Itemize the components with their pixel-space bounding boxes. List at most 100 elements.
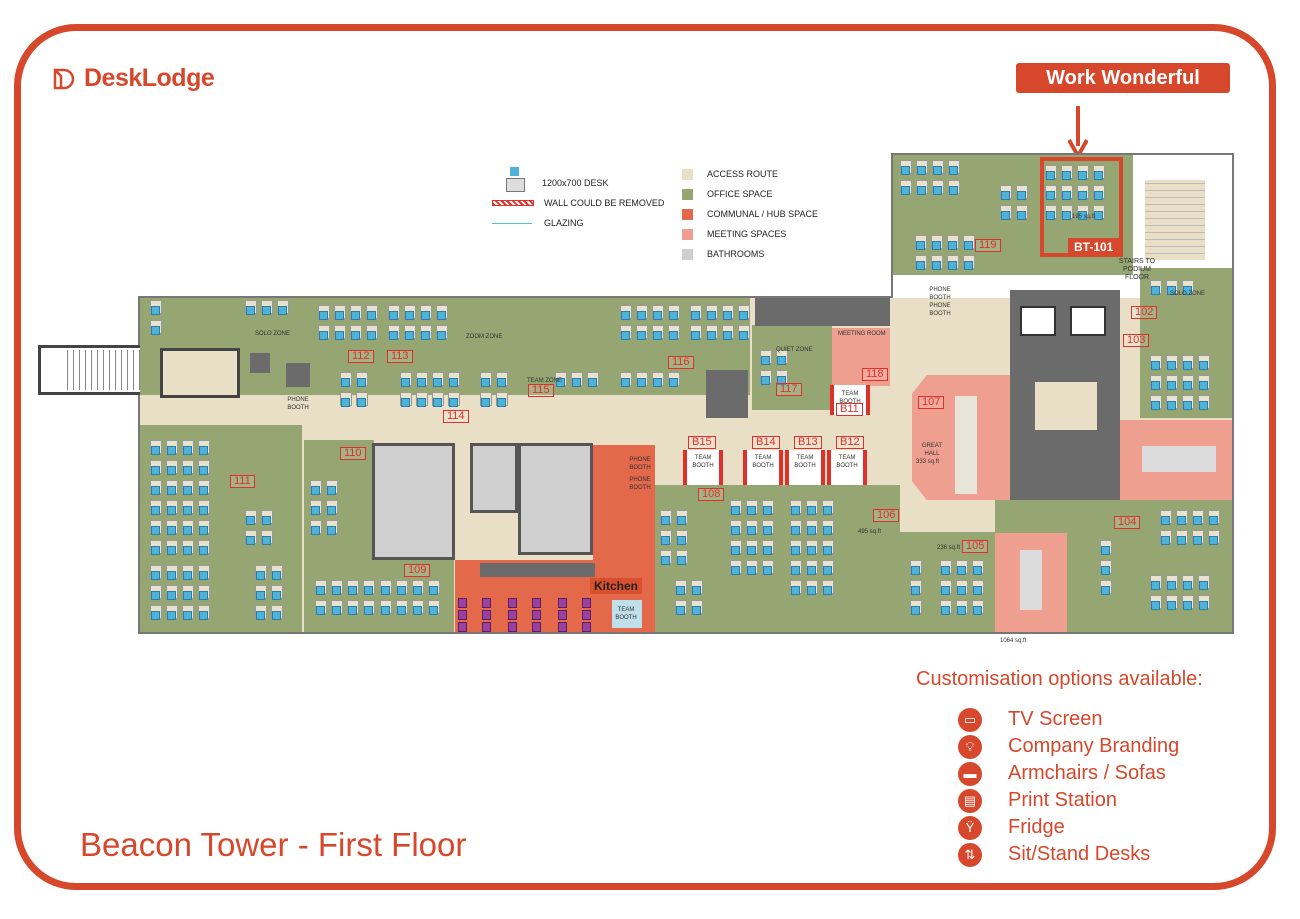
- desk-chair: [151, 486, 160, 495]
- team-booth-kitchen: [612, 600, 642, 628]
- desk-chair: [367, 331, 376, 340]
- glazing-line-icon: [492, 222, 532, 224]
- legend-right: ACCESS ROUTE OFFICE SPACE COMMUNAL / HUB…: [682, 164, 818, 264]
- desk-chair: [1151, 581, 1160, 590]
- desk-chair: [791, 526, 800, 535]
- desk-chair: [916, 261, 925, 270]
- desk-chair: [151, 591, 160, 600]
- room-label-118: 118: [862, 368, 888, 381]
- legend-removable-wall: WALL COULD BE REMOVED: [492, 193, 664, 213]
- desk-chair: [1183, 286, 1192, 295]
- desk-chair: [933, 186, 942, 195]
- desk-chair: [341, 398, 350, 407]
- desk-chair: [405, 331, 414, 340]
- desk-chair: [364, 606, 373, 615]
- desk-chair: [389, 331, 398, 340]
- desk-chair: [381, 606, 390, 615]
- room-label-110: 110: [340, 447, 366, 460]
- desk-chair: [677, 536, 686, 545]
- desk-chair: [588, 378, 597, 387]
- desk-chair: [421, 311, 430, 320]
- desk-chair: [1046, 211, 1055, 220]
- kitchen-seat: [482, 622, 491, 632]
- tv-icon: ▭: [958, 707, 982, 732]
- desk-chair: [256, 571, 265, 580]
- bathrooms-swatch: [682, 248, 693, 260]
- desk-chair: [389, 311, 398, 320]
- desk-chair: [911, 606, 920, 615]
- page-title: Beacon Tower - First Floor: [80, 826, 467, 863]
- desk-chair: [964, 241, 973, 250]
- desk-chair: [731, 546, 740, 555]
- team-booth-b14[interactable]: [743, 450, 783, 485]
- desk-chair: [823, 566, 832, 575]
- area-bt-101: 195 sq.ft: [1072, 214, 1096, 220]
- desk-chair: [151, 506, 160, 515]
- bathroom-west: [372, 443, 455, 560]
- desk-chair: [1177, 536, 1186, 545]
- desk-chair: [731, 526, 740, 535]
- office-111[interactable]: [140, 425, 302, 632]
- desk-chair: [246, 536, 255, 545]
- desk-chair: [199, 506, 208, 515]
- desk-chair: [421, 331, 430, 340]
- desk-chair: [1062, 211, 1071, 220]
- desk-chair: [621, 378, 630, 387]
- desk-chair: [151, 306, 160, 315]
- page-frame: [14, 24, 1276, 890]
- desk-chair: [481, 398, 490, 407]
- desk-chair: [1183, 401, 1192, 410]
- desk-chair: [653, 378, 662, 387]
- desk-chair: [1183, 601, 1192, 610]
- desk-chair: [1078, 171, 1087, 180]
- desk-chair: [272, 571, 281, 580]
- quiet-zone: [752, 325, 832, 410]
- team-booth-b13[interactable]: [785, 450, 825, 485]
- desk-chair: [1161, 536, 1170, 545]
- great-hall-area: 333 sq.ft: [916, 459, 940, 465]
- desk-chair: [199, 571, 208, 580]
- desk-chair: [417, 378, 426, 387]
- kitchen-seat: [582, 610, 591, 620]
- desk-chair: [1151, 286, 1160, 295]
- room-label-114: 114: [443, 410, 469, 423]
- kitchen-seat: [482, 598, 491, 608]
- desk-chair: [1001, 191, 1010, 200]
- team-booth-label: TEAM BOOTH: [615, 607, 637, 621]
- desk-chair: [761, 376, 770, 385]
- booth-label-b12: B12: [836, 436, 864, 449]
- room-label-109: 109: [404, 564, 431, 577]
- desk-chair: [357, 378, 366, 387]
- desk-chair: [964, 261, 973, 270]
- desk-chair: [311, 526, 320, 535]
- office-109[interactable]: [304, 560, 454, 632]
- desk-chair: [669, 378, 678, 387]
- great-hall-table: [955, 396, 977, 494]
- room-label-119: 119: [975, 239, 1001, 252]
- legend-office-space: OFFICE SPACE: [682, 184, 818, 204]
- kitchen-seat: [558, 598, 567, 608]
- team-booth-b12[interactable]: [827, 450, 867, 485]
- desk-chair: [433, 378, 442, 387]
- desk-chair: [637, 311, 646, 320]
- option-armchairs-sofas: ▬Armchairs / Sofas: [958, 760, 1179, 787]
- desk-chair: [948, 241, 957, 250]
- work-wonderful-badge: Work Wonderful: [1016, 63, 1230, 93]
- team-booth-b15[interactable]: [683, 450, 723, 485]
- desk-chair: [351, 331, 360, 340]
- desk-chair: [167, 486, 176, 495]
- desk-chair: [167, 466, 176, 475]
- desk-chair: [497, 378, 506, 387]
- desk-chair: [1062, 171, 1071, 180]
- team-booth-b11[interactable]: [830, 385, 870, 415]
- desk-chair: [707, 331, 716, 340]
- phone-booth-hub: [593, 445, 655, 575]
- core-wall-north: [755, 298, 890, 326]
- desk-chair: [1101, 586, 1110, 595]
- desk-chair: [262, 536, 271, 545]
- desk-chair: [1167, 601, 1176, 610]
- desk-chair: [1151, 401, 1160, 410]
- table: [286, 363, 310, 387]
- desk-chair: [335, 331, 344, 340]
- desk-chair: [151, 571, 160, 580]
